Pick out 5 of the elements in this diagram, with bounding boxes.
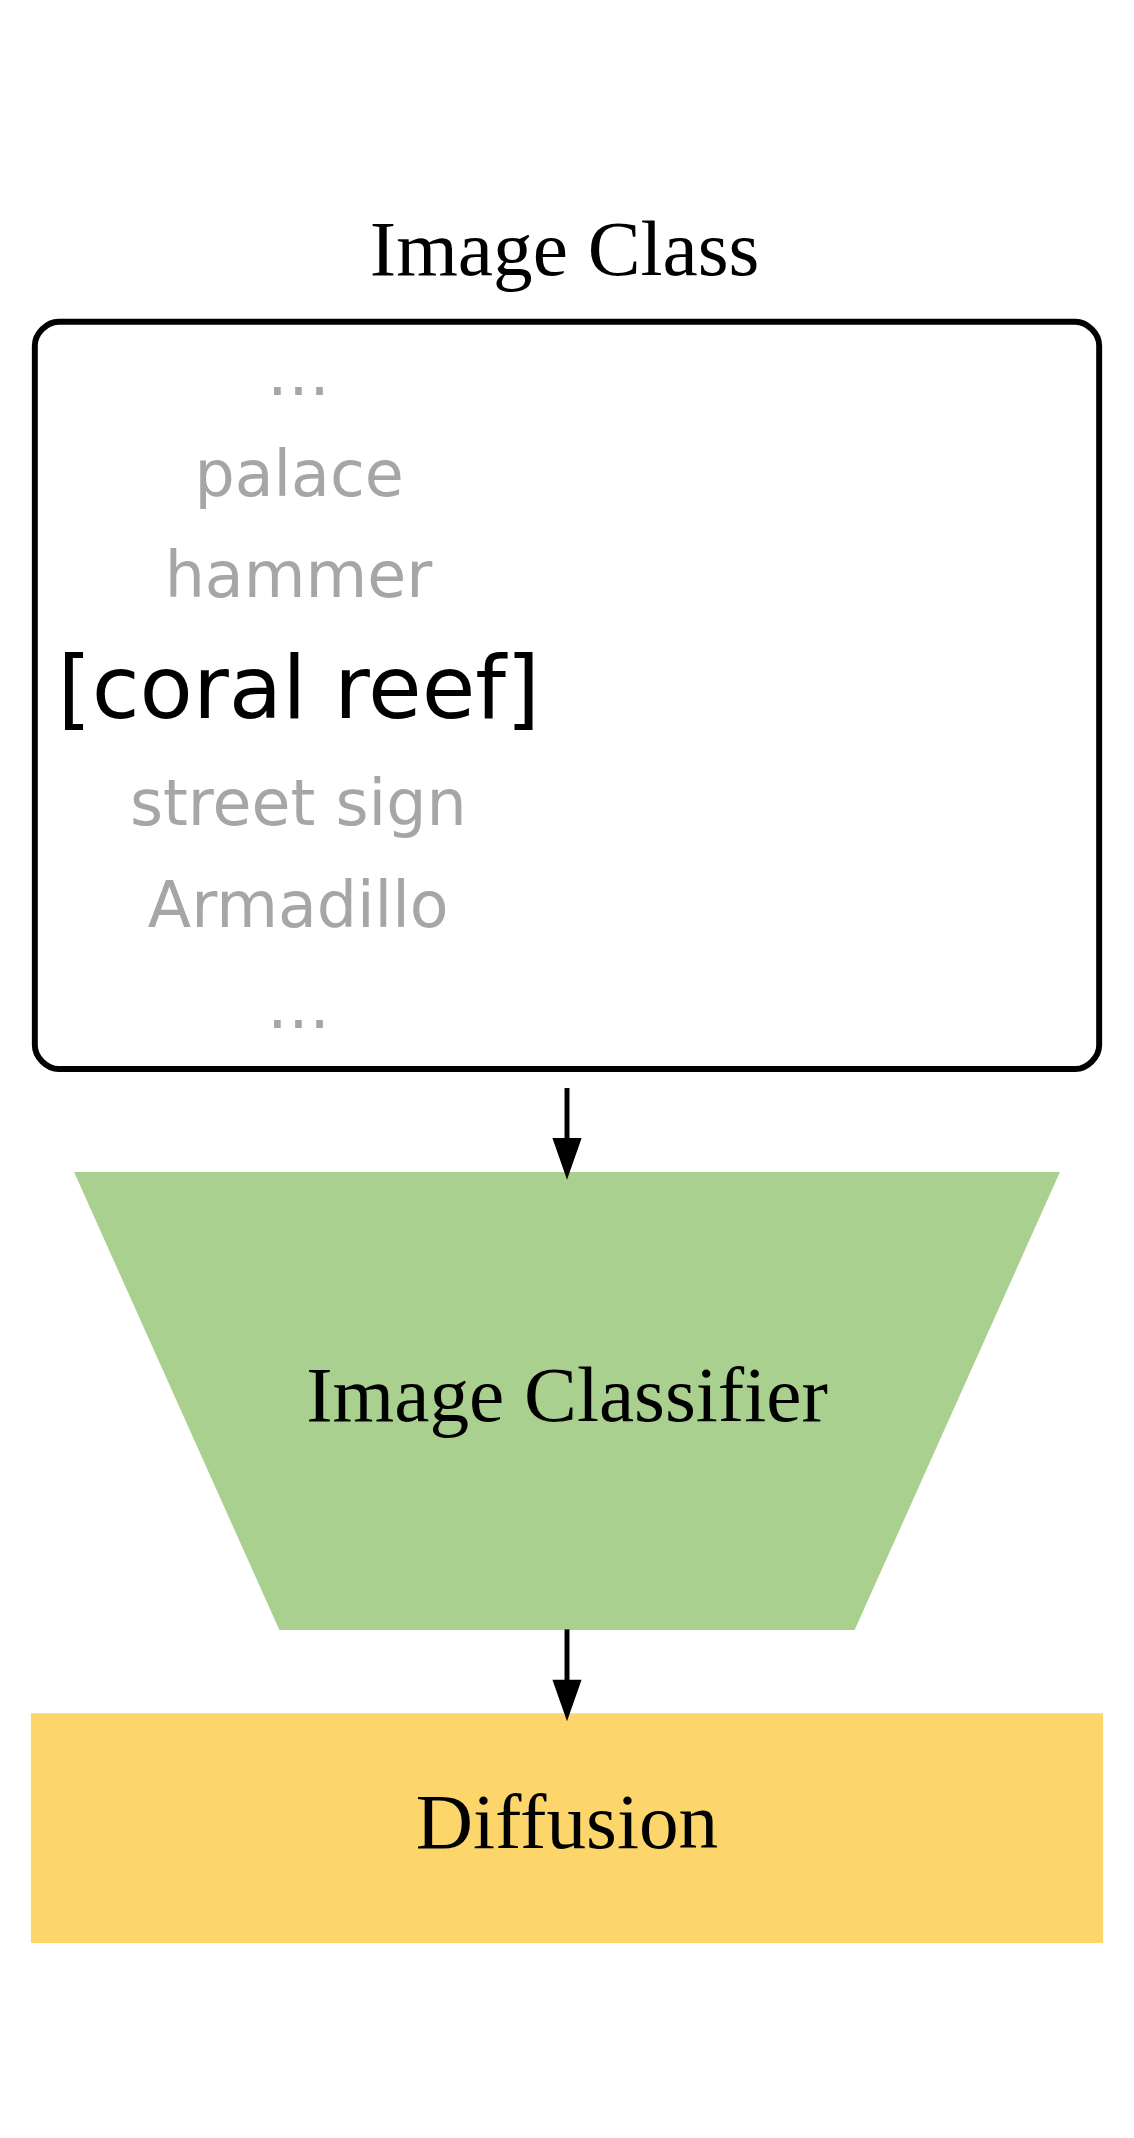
node-label: Image Class (369, 204, 760, 293)
arrow (552, 1088, 582, 1180)
node-box: Diffusion (30, 1713, 1104, 1944)
arrow (552, 1629, 582, 1722)
node-box: … palace hammer [coral reef] street sign Armadillo … (31, 318, 1103, 1072)
